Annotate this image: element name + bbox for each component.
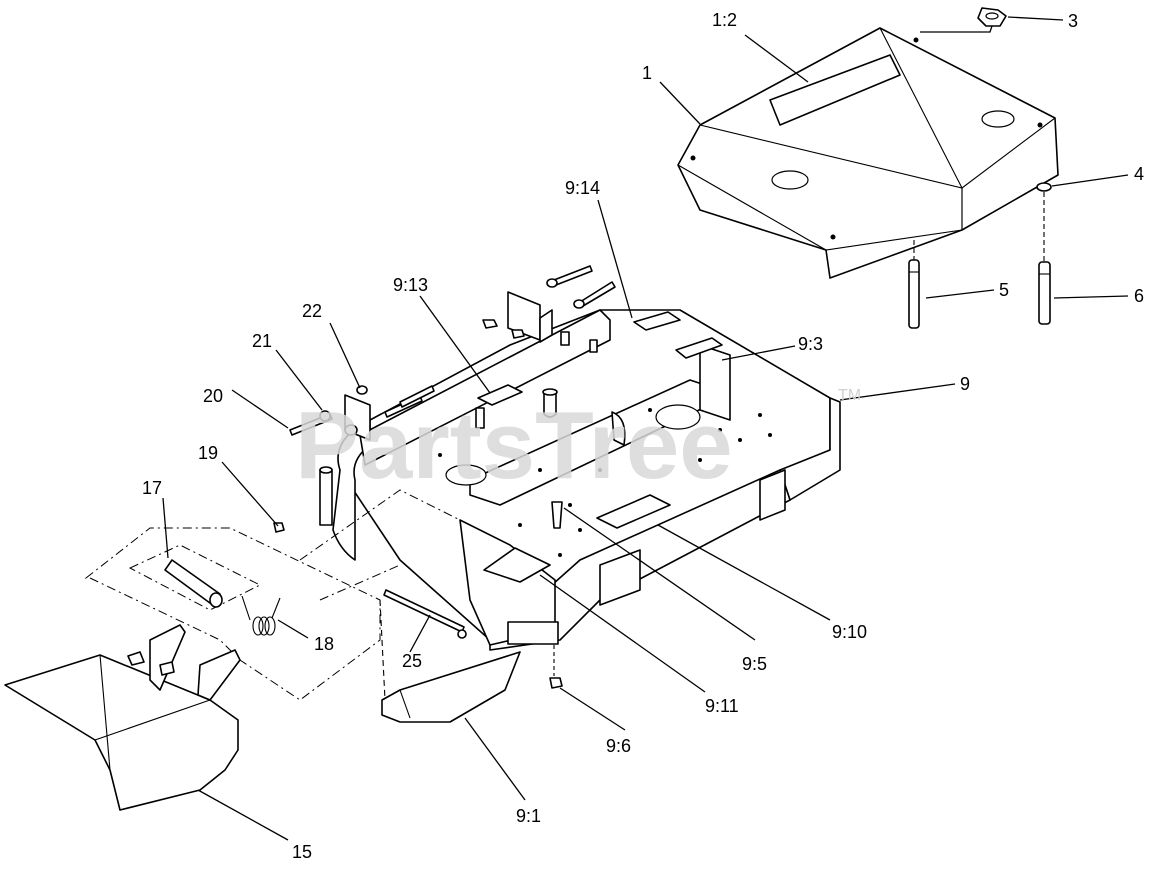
callout-17: 17	[142, 478, 162, 498]
callout-6: 6	[1134, 286, 1144, 306]
bolt-set-upper	[482, 265, 616, 339]
callout-1: 1	[642, 63, 652, 83]
callout-9-10: 9:10	[832, 622, 867, 642]
callout-9-5: 9:5	[742, 654, 767, 674]
callout-5: 5	[999, 280, 1009, 300]
cover-part-1	[677, 27, 1059, 279]
decal-9-3	[675, 337, 723, 359]
pin-part-9-5	[551, 501, 563, 529]
leader-lines	[162, 16, 1129, 841]
callout-9-3: 9:3	[798, 334, 823, 354]
callout-3: 3	[1068, 11, 1078, 31]
rod-part-25	[383, 589, 467, 639]
watermark-trademark: TM	[838, 387, 861, 404]
washer-part-4	[1036, 182, 1052, 192]
callout-1-2: 1:2	[712, 10, 737, 30]
bolt-set-left	[289, 385, 435, 436]
pin-part-6	[1038, 192, 1051, 325]
callout-25: 25	[402, 651, 422, 671]
callout-labels: 1:2 1 3 4 5 6 9 9:3 9:14 9:13 22 21 20 1…	[142, 10, 1144, 862]
decal-9-13	[477, 384, 523, 406]
chute-part-15	[4, 624, 241, 811]
callout-22: 22	[302, 301, 322, 321]
watermark-text: PartsTree	[295, 392, 733, 499]
callout-18: 18	[314, 634, 334, 654]
skid-part-9-1	[379, 599, 521, 723]
callout-21: 21	[252, 331, 272, 351]
hinge-assembly	[84, 489, 461, 701]
callout-19: 19	[198, 443, 218, 463]
callout-9: 9	[960, 374, 970, 394]
decal-9-14	[633, 311, 681, 331]
callout-4: 4	[1134, 164, 1144, 184]
callout-9-13: 9:13	[393, 275, 428, 295]
knob-part-3	[920, 7, 1007, 33]
watermark: PartsTree TM	[295, 387, 861, 499]
callout-9-6: 9:6	[606, 736, 631, 756]
deck-part-9	[319, 291, 841, 651]
callout-9-11: 9:11	[705, 696, 739, 716]
callout-9-1: 9:1	[516, 806, 541, 826]
callout-20: 20	[203, 386, 223, 406]
decal-9-10	[596, 494, 671, 529]
spring-part-18	[241, 595, 281, 636]
pin-part-5	[908, 240, 920, 329]
callout-9-14: 9:14	[565, 178, 600, 198]
nut-part-9-6	[549, 645, 563, 689]
callout-15: 15	[292, 842, 312, 862]
decal-9-11	[483, 547, 551, 583]
nut-part-19	[273, 522, 285, 533]
